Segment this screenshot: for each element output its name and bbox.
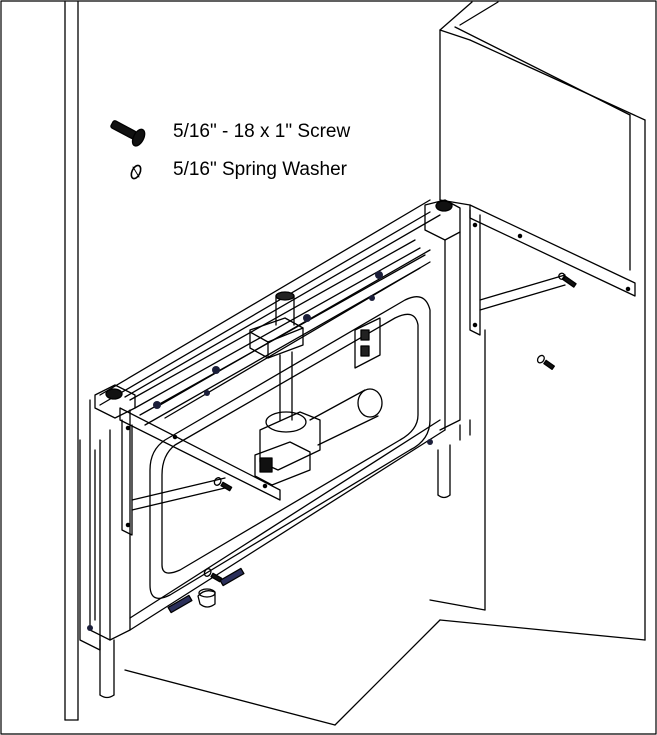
slide-rails (129, 239, 426, 426)
right-post-cap (435, 200, 453, 212)
left-post-cap (105, 388, 123, 400)
column-assembly (249, 291, 383, 486)
spring-washer-icon (130, 164, 142, 180)
screw-icon (110, 120, 146, 147)
legend-screw-label: 5/16" - 18 x 1" Screw (173, 121, 351, 142)
right-bracket (469, 204, 636, 336)
hood-frame (79, 199, 471, 699)
bolt-heads (87, 271, 433, 631)
loose-hardware (167, 272, 577, 614)
legend-washer-label: 5/16" Spring Washer (173, 159, 347, 180)
right-cabinet (334, 1, 646, 726)
floor-line (124, 669, 336, 726)
back-wall (64, 1, 79, 721)
left-bracket (119, 407, 281, 536)
electrical-outlet (354, 317, 381, 369)
